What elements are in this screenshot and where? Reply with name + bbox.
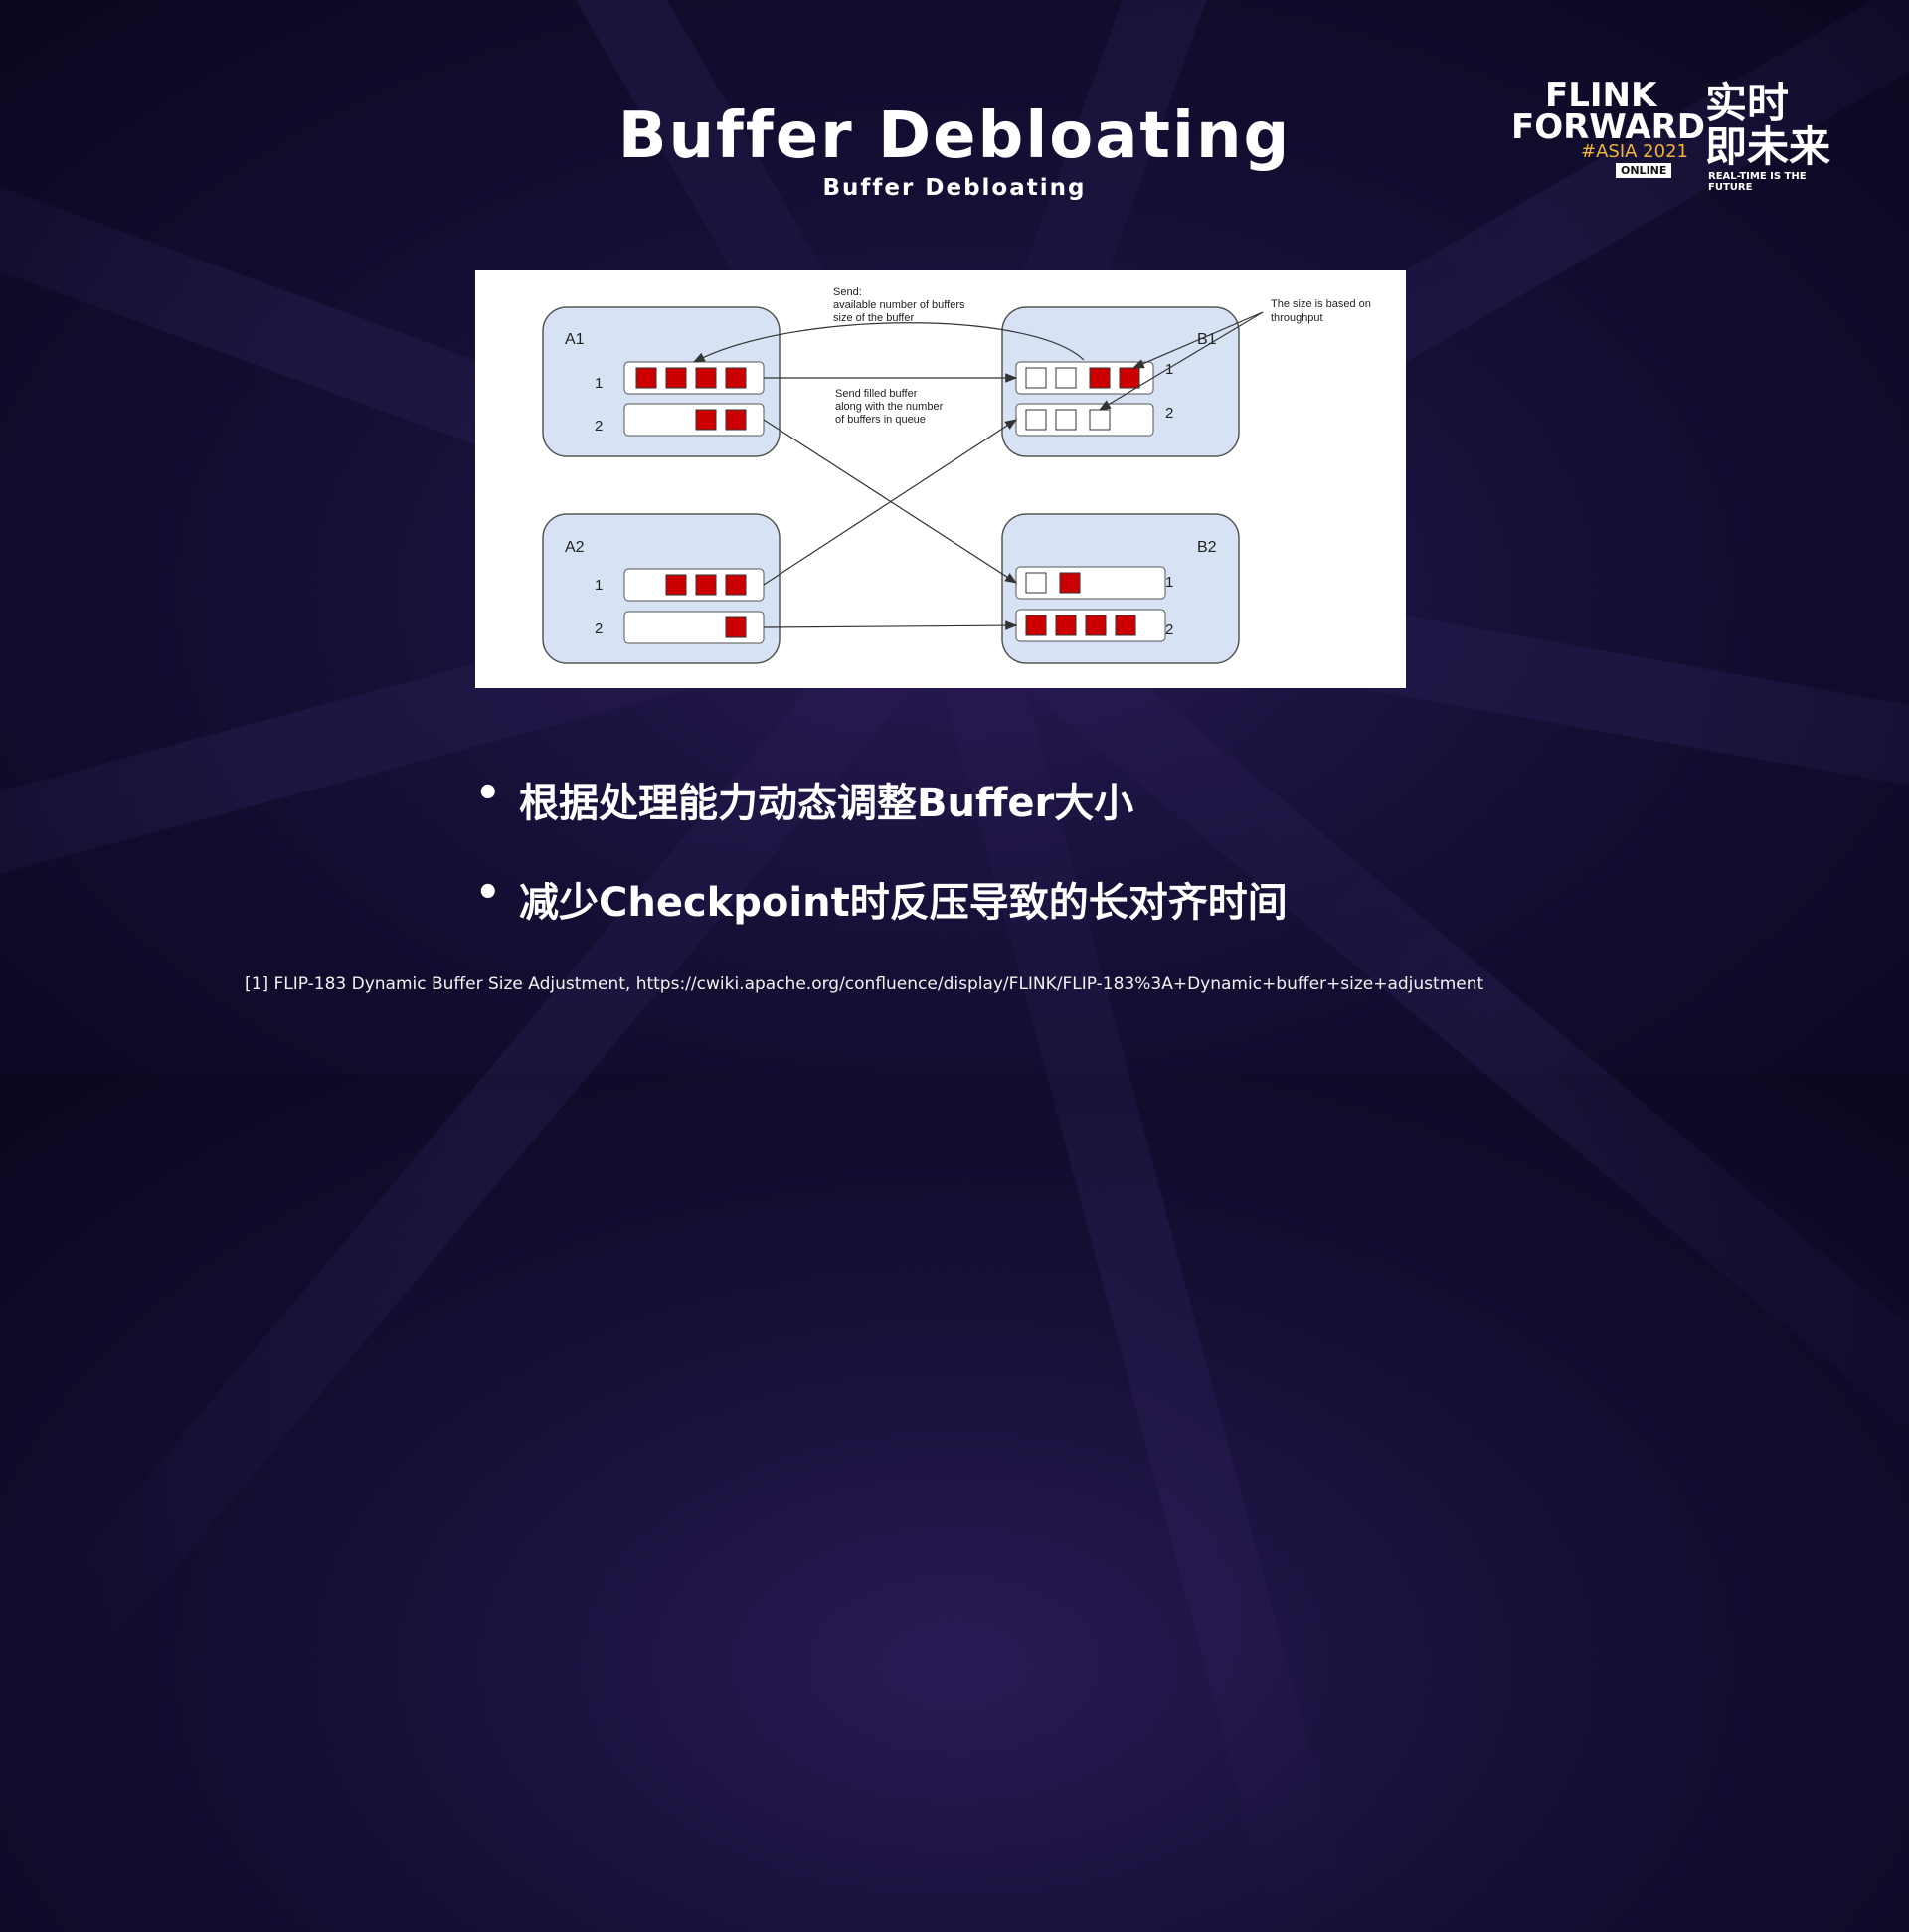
channel-number: 1 (1165, 361, 1173, 378)
filled-buffer (1025, 615, 1047, 636)
annotation-size: The size is based on (1271, 298, 1371, 310)
label-a1: A1 (565, 331, 585, 348)
bullet-text: 根据处理能力动态调整Buffer大小 (519, 781, 1134, 826)
filled-buffer (725, 367, 747, 389)
empty-buffer (1025, 572, 1047, 594)
flink-forward-logo: FLINK FORWARD #ASIA 2021 ONLINE 实时 即未来 R… (1511, 76, 1849, 193)
filled-buffer (665, 574, 687, 596)
bullet-icon: • (475, 771, 501, 816)
filled-buffer (1115, 615, 1136, 636)
size-arrow (1098, 311, 1264, 411)
empty-buffer (1055, 409, 1077, 431)
label-b1: B1 (1197, 331, 1217, 348)
logo-slogan-sub: REAL-TIME IS THE FUTURE (1708, 171, 1807, 193)
channel-number: 1 (595, 375, 603, 392)
filled-buffer (725, 616, 747, 638)
bullet-item: • 减少Checkpoint时反压导致的长对齐时间 (475, 870, 1288, 969)
label-b2: B2 (1197, 539, 1217, 556)
channel-number: 1 (595, 577, 603, 594)
credit-arrow (692, 322, 1085, 363)
annotation-size: throughput (1271, 312, 1323, 324)
filled-buffer (725, 574, 747, 596)
empty-buffer (1025, 409, 1047, 431)
annotation-filled: along with the number (835, 401, 944, 413)
buffer-diagram: A1 B1 A2 B2 1 2 1 2 1 2 1 2 (475, 270, 1406, 688)
label-a2: A2 (565, 539, 585, 556)
filled-buffer (725, 409, 747, 431)
filled-buffer (635, 367, 657, 389)
filled-buffer (1085, 615, 1107, 636)
filled-buffer (1089, 367, 1111, 389)
logo-online-badge: ONLINE (1616, 163, 1672, 178)
annotation-filled: Send filled buffer (835, 388, 918, 400)
filled-buffer (1119, 367, 1140, 389)
size-arrow (1131, 311, 1264, 369)
bullet-icon: • (475, 870, 501, 916)
bullet-item: • 根据处理能力动态调整Buffer大小 (475, 771, 1288, 870)
buffer-diagram-svg: A1 B1 A2 B2 1 2 1 2 1 2 1 2 (542, 286, 1371, 664)
channel-number: 1 (1165, 574, 1173, 591)
footnote: [1] FLIP-183 Dynamic Buffer Size Adjustm… (245, 974, 1484, 994)
bullet-list: • 根据处理能力动态调整Buffer大小 • 减少Checkpoint时反压导致… (475, 771, 1288, 969)
filled-buffer (1059, 572, 1081, 594)
filled-buffer (1055, 615, 1077, 636)
annotation-send-line: available number of buffers (833, 299, 965, 311)
logo-slogan: 实时 即未来 (1705, 79, 1831, 171)
annotation-filled: of buffers in queue (835, 414, 926, 426)
filled-buffer (695, 574, 717, 596)
channel-number: 2 (595, 620, 603, 637)
slide-subtitle: Buffer Debloating (822, 175, 1087, 201)
bullet-text: 减少Checkpoint时反压导致的长对齐时间 (519, 880, 1288, 926)
channel-number: 2 (1165, 621, 1173, 638)
channel-number: 2 (595, 418, 603, 435)
empty-buffer (1055, 367, 1077, 389)
empty-buffer (1025, 367, 1047, 389)
empty-buffer (1089, 409, 1111, 431)
annotation-send-title: Send: (833, 286, 862, 298)
annotation-send-line: size of the buffer (833, 312, 914, 324)
data-arrow-a1-b2 (763, 419, 1018, 584)
slide-title: Buffer Debloating (617, 99, 1292, 173)
data-arrow-a2-b2 (763, 620, 1018, 630)
filled-buffer (695, 367, 717, 389)
filled-buffer (695, 409, 717, 431)
data-arrow-a2-b1 (763, 419, 1018, 586)
logo-wordmark: FLINK FORWARD (1511, 76, 1706, 147)
logo-event: #ASIA 2021 (1581, 141, 1688, 162)
channel-number: 2 (1165, 405, 1173, 422)
filled-buffer (665, 367, 687, 389)
